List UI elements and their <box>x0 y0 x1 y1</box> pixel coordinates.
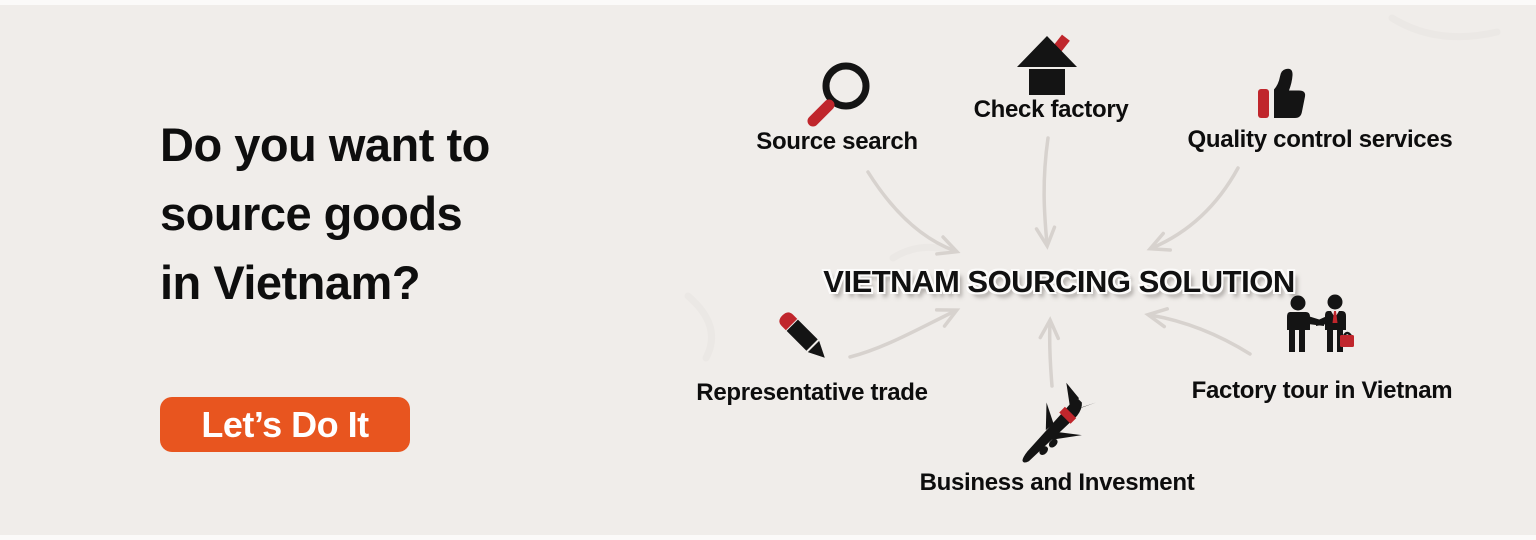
bottom-edge-strip <box>0 535 1536 540</box>
headline-line-2: source goods <box>160 187 463 240</box>
arrow-check-factory <box>1034 136 1057 250</box>
arrow-source-search <box>866 170 961 256</box>
node-label-factory-tour: Factory tour in Vietnam <box>1191 377 1453 404</box>
node-label-quality-control: Quality control services <box>1187 126 1453 153</box>
arrow-quality-control <box>1146 166 1240 252</box>
node-label-business-invesment: Business and Invesment <box>919 469 1195 496</box>
pencil-icon <box>779 312 825 358</box>
banner-headline: Do you want to source goods in Vietnam? <box>160 110 490 317</box>
house-icon <box>1017 34 1077 95</box>
headline-line-3: in Vietnam? <box>160 256 421 309</box>
diagram-center-title: VIETNAM SOURCING SOLUTION <box>823 264 1295 299</box>
headline-line-1: Do you want to <box>160 118 490 171</box>
arrow-representative-trade <box>848 308 961 359</box>
arrow-business-invesment <box>1038 316 1061 388</box>
magnifier-icon <box>807 62 870 127</box>
top-edge-strip <box>0 0 1536 5</box>
cta-button-label: Let’s Do It <box>201 403 369 445</box>
node-label-source-search: Source search <box>756 128 918 155</box>
arrow-factory-tour <box>1144 307 1252 356</box>
airplane-icon <box>1022 382 1097 463</box>
handshake-icon <box>1287 294 1354 352</box>
thumbs-up-icon <box>1258 68 1306 118</box>
node-label-check-factory: Check factory <box>973 96 1129 123</box>
node-label-representative-trade: Representative trade <box>696 379 928 406</box>
cta-button[interactable]: Let’s Do It <box>160 397 410 452</box>
